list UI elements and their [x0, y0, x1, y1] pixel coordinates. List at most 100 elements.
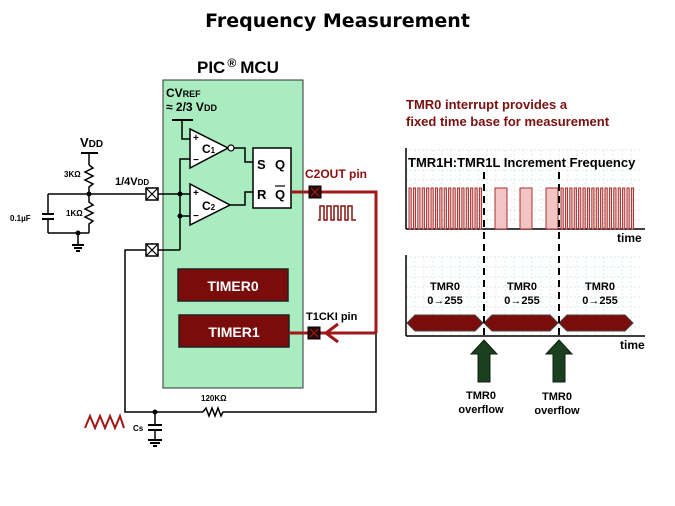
- arrow-left-icon: [323, 322, 339, 344]
- segment-3-title: TMR0: [585, 281, 615, 293]
- pulse-train: [408, 187, 635, 230]
- pulse: [608, 187, 613, 230]
- overflow-2-desc: overflow: [534, 405, 580, 417]
- ground-icon: [72, 244, 84, 252]
- r3k-label: 3KΩ: [64, 170, 81, 179]
- sawtooth-icon: [84, 413, 125, 431]
- c2-label: C2: [202, 199, 216, 213]
- pulse: [604, 187, 608, 230]
- caption-line2: fixed time base for measurement: [406, 114, 610, 129]
- pulse: [622, 187, 626, 230]
- pulse: [564, 187, 569, 230]
- overflow-1-title: TMR0: [466, 390, 496, 402]
- pulse: [545, 187, 559, 230]
- segment-1-range: 0→255: [427, 295, 462, 307]
- latch-s: S: [257, 157, 266, 172]
- pin-cin-plus: [145, 187, 159, 201]
- pulse: [569, 187, 573, 230]
- overflow-2-title: TMR0: [542, 391, 572, 403]
- slide-title: Frequency Measurement: [205, 10, 470, 32]
- pulse: [560, 187, 564, 230]
- resistor-3k: [83, 164, 95, 194]
- resistor-120k: [202, 405, 224, 419]
- ground-icon-cs: [148, 439, 162, 447]
- capacitor-cs: [148, 424, 162, 440]
- cs-label: Cs: [133, 424, 144, 433]
- pulse: [578, 187, 582, 230]
- tmr0-segment-1: [406, 314, 484, 332]
- mcu-title: PIC®MCU: [197, 56, 279, 77]
- pulse: [461, 187, 465, 230]
- segment-2-range: 0→255: [504, 295, 539, 307]
- r1k-label: 1KΩ: [66, 209, 83, 218]
- overflow-1-desc: overflow: [458, 404, 504, 416]
- cap-label: 0.1µF: [10, 214, 31, 223]
- timer1-block: [178, 314, 290, 348]
- pulse: [439, 187, 443, 230]
- quarter-vdd-label: 1/4VDD: [115, 176, 149, 188]
- segment-2-title: TMR0: [507, 281, 537, 293]
- top-waveform-label: TMR1H:TMR1L Increment Frequency: [408, 155, 636, 170]
- c2-minus: −: [193, 211, 199, 222]
- pulse: [586, 187, 591, 230]
- tmr0-segment-3: [558, 314, 634, 332]
- r120k-label: 120KΩ: [201, 394, 227, 403]
- vdd-label: VDD: [80, 135, 103, 150]
- pulse: [470, 187, 474, 230]
- pin-c2out: [308, 185, 322, 199]
- overflow-arrow-2-icon: [544, 339, 574, 383]
- timer0-label: TIMER0: [207, 278, 259, 294]
- pulse: [448, 187, 452, 230]
- cvref-value: ≈ 2/3 VDD: [166, 100, 217, 114]
- caption-line1: TMR0 interrupt provides a: [406, 97, 568, 112]
- pulse: [573, 187, 577, 230]
- pulse: [582, 187, 586, 230]
- latch-r: R: [257, 187, 267, 202]
- timer1-label: TIMER1: [208, 324, 260, 340]
- pulse: [465, 187, 469, 230]
- pulse: [452, 187, 456, 230]
- overflow-arrow-1-icon: [469, 339, 499, 383]
- pulse: [519, 187, 533, 230]
- pulse: [478, 187, 483, 230]
- pulse: [443, 187, 447, 230]
- pulse: [595, 187, 599, 230]
- square-wave-icon: [318, 205, 356, 221]
- segment-1-title: TMR0: [430, 281, 460, 293]
- comparator-c2: [189, 182, 232, 227]
- pulse: [430, 187, 434, 230]
- pulse: [494, 187, 508, 230]
- pulse: [591, 187, 595, 230]
- latch-qbar: Q: [275, 187, 285, 202]
- pulse: [434, 187, 439, 230]
- cvref-label: CVREF: [166, 86, 201, 100]
- pulse: [421, 187, 425, 230]
- pulse: [412, 187, 417, 230]
- latch-q: Q: [275, 157, 285, 172]
- c2out-label: C2OUT pin: [305, 167, 367, 181]
- pulse: [630, 187, 635, 230]
- time-label-bottom: time: [620, 338, 645, 352]
- tmr0-segment-2: [483, 314, 559, 332]
- sr-latch: [252, 147, 292, 209]
- comparator-c1: [189, 127, 230, 170]
- pin-t1cki: [307, 326, 321, 340]
- resistor-1k: [83, 194, 95, 233]
- pulse: [408, 187, 412, 230]
- pin-cin-minus: [145, 243, 159, 257]
- pulse: [600, 187, 604, 230]
- pulse: [456, 187, 461, 230]
- c1-plus: +: [193, 133, 199, 144]
- pulse: [417, 187, 421, 230]
- pulse: [617, 187, 621, 230]
- pulse: [426, 187, 430, 230]
- t1cki-label: T1CKI pin: [306, 311, 358, 323]
- time-label-top: time: [617, 231, 642, 245]
- c2-plus: +: [193, 188, 199, 199]
- segment-3-range: 0→255: [582, 295, 617, 307]
- timer0-block: [177, 268, 289, 302]
- c1-label: C1: [202, 142, 216, 156]
- c1-minus: −: [193, 155, 199, 166]
- pulse: [626, 187, 630, 230]
